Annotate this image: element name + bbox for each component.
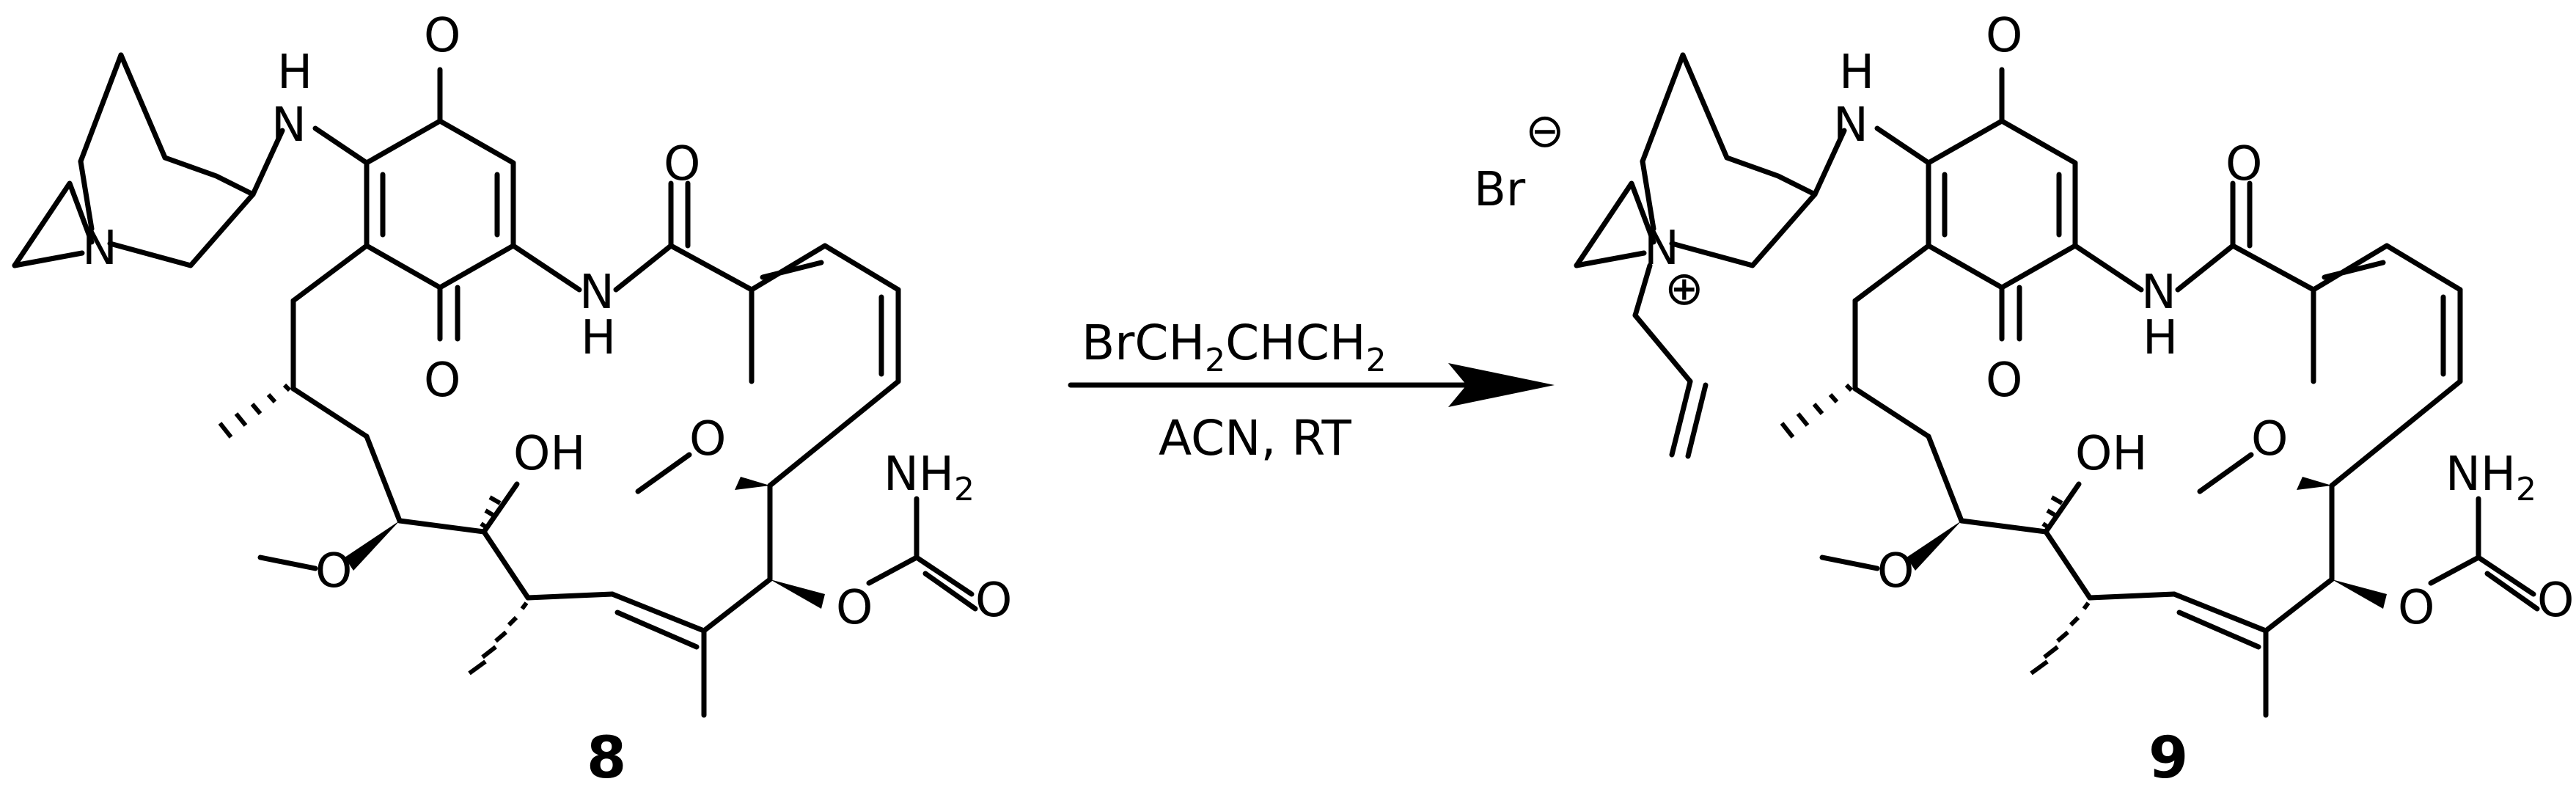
carbamate-o-label: O xyxy=(836,581,873,635)
nh-amine-h-label: H xyxy=(277,45,312,100)
compound-number-9: 9 xyxy=(2148,725,2188,791)
reaction-arrow-head xyxy=(1448,363,1555,407)
compound-number-8: 8 xyxy=(587,725,626,791)
compound-8-bonds xyxy=(12,52,978,718)
reaction-arrow-group: BrCH2CHCH2 ACN, RT xyxy=(1068,315,1555,466)
quinone-o-top-label: O xyxy=(1986,9,2022,63)
hydroxyl-label: OH xyxy=(2075,427,2148,481)
quinone-o-bottom-label: O xyxy=(424,354,460,408)
nh-amine-h-label: H xyxy=(1839,45,1874,100)
reagent-label: BrCH2CHCH2 xyxy=(1082,315,1387,379)
quinuclidinium-n-label: N xyxy=(1644,222,1679,276)
compound-9-hash-hydroxyl xyxy=(2041,495,2063,529)
carbamate-carbonyl-o-label: O xyxy=(975,574,1012,628)
quinone-o-bottom-label: O xyxy=(1986,354,2022,408)
compound-9-hash-methyl-1 xyxy=(1780,383,1854,439)
nh-amine-n-label: N xyxy=(1833,98,1868,153)
conditions-label: ACN, RT xyxy=(1159,410,1351,466)
methoxy-o-lower-label: O xyxy=(1877,544,1914,598)
compound-9-structure: Br ⊖ ⊕ H N N O O O N H OH O O O O NH2 9 xyxy=(1474,9,2574,791)
ammonium-charge-label: ⊕ xyxy=(1665,262,1704,316)
amide-n-label: N xyxy=(579,266,614,320)
compound-8-hash-methyl-1 xyxy=(218,383,292,439)
compound-9-hash-methyl-2 xyxy=(2030,601,2091,676)
methoxy-o-lower-label: O xyxy=(315,544,352,598)
compound-8-stereo-marks xyxy=(218,383,825,676)
amide-h-label: H xyxy=(581,311,616,365)
quinone-o-top-label: O xyxy=(424,9,460,63)
carbamate-carbonyl-o-label: O xyxy=(2537,574,2574,628)
carbamate-o-label: O xyxy=(2398,581,2434,635)
bromide-charge-label: ⊖ xyxy=(1525,104,1565,158)
amide-o-label: O xyxy=(2225,137,2262,191)
hydroxyl-label: OH xyxy=(513,427,586,481)
methoxy-o-upper-label: O xyxy=(2251,412,2288,466)
methoxy-o-upper-label: O xyxy=(689,412,726,466)
carbamate-nh2-label: NH2 xyxy=(884,447,975,508)
amide-o-label: O xyxy=(664,137,700,191)
compound-8-hash-methyl-2 xyxy=(468,601,529,676)
compound-8-hash-hydroxyl xyxy=(480,495,502,529)
compound-9-stereo-marks xyxy=(1780,383,2387,676)
quinuclidine-n-label: N xyxy=(82,222,117,276)
amide-n-label: N xyxy=(2141,266,2176,320)
carbamate-nh2-label: NH2 xyxy=(2445,447,2536,508)
bromide-label: Br xyxy=(1474,163,1526,217)
amide-h-label: H xyxy=(2143,311,2178,365)
nh-amine-n-label: N xyxy=(271,98,307,153)
compound-9-bonds xyxy=(1574,52,2540,718)
compound-8-atom-labels: H N N O O O N H OH O O O O NH2 xyxy=(82,9,1012,635)
compound-8-structure: H N N O O O N H OH O O O O NH2 8 xyxy=(12,9,1012,791)
compound-9-atom-labels: Br ⊖ ⊕ H N N O O O N H OH O O O O NH2 xyxy=(1474,9,2574,635)
